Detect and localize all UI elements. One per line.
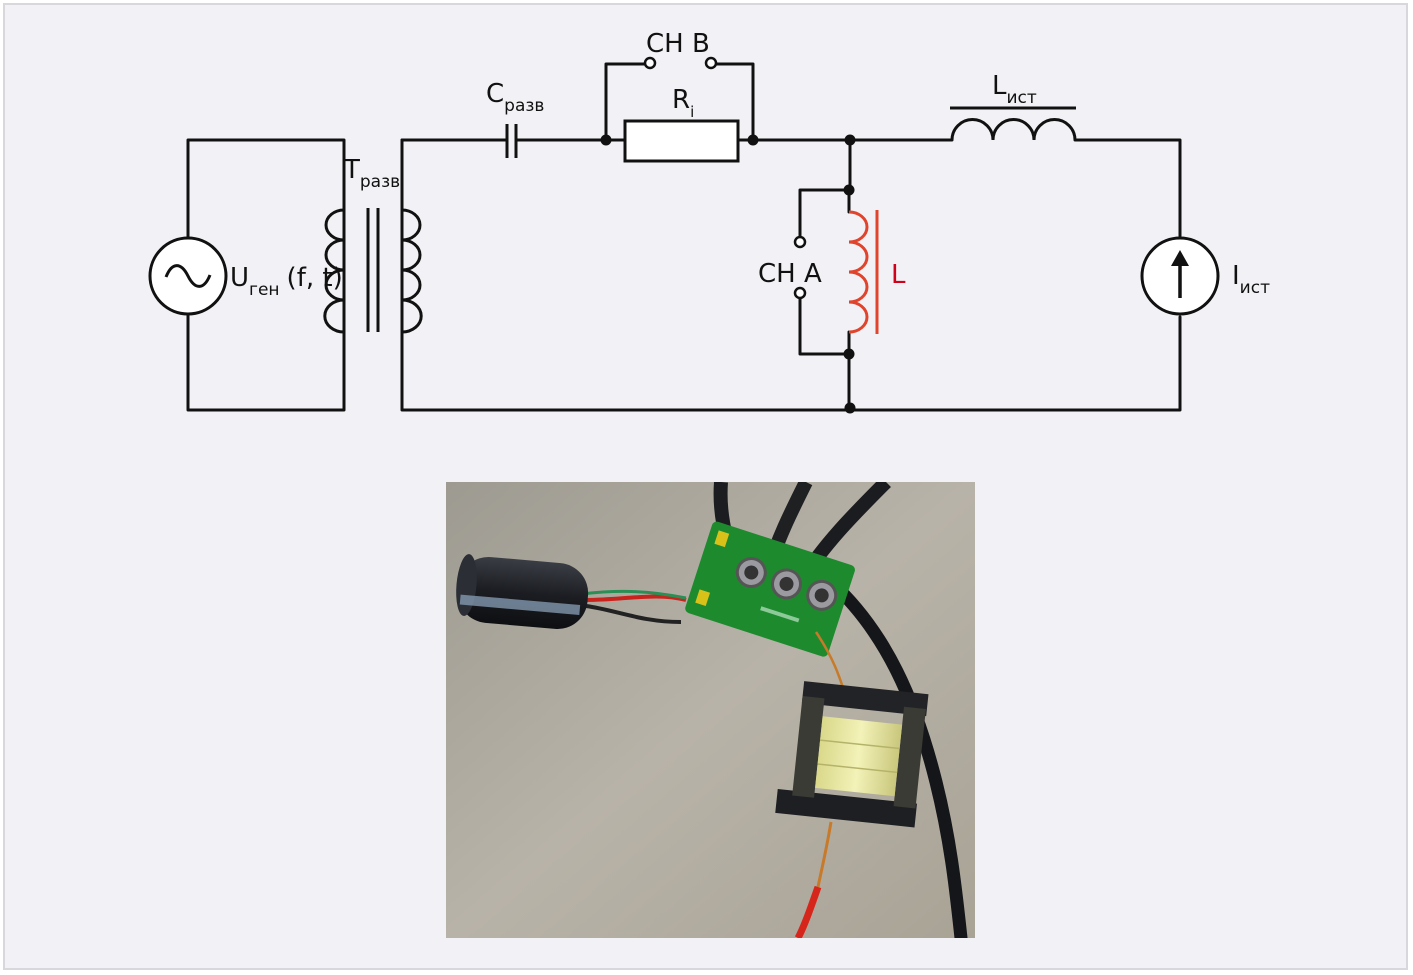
ch-b-terminal-left [643, 56, 657, 70]
source-inductor-label: Lист [992, 71, 1037, 108]
setup-photo [446, 482, 975, 938]
source-inductor-symbol [950, 106, 1077, 141]
ch-a-label: CH A [758, 259, 822, 289]
right-wire-bottom [400, 138, 1182, 412]
ch-b-wire [604, 62, 755, 142]
capacitor-symbol [505, 124, 518, 158]
pcb-board [685, 521, 855, 657]
branch-wire-top [847, 138, 852, 214]
ch-b-terminal-right [704, 56, 718, 70]
generator-label: Uген(f, t) [230, 263, 343, 300]
dut-inductor-label: L [891, 260, 906, 290]
setup-photo-illustration [446, 482, 975, 938]
red-lead [794, 885, 822, 938]
arrow-head-icon [1171, 250, 1189, 266]
resistor-symbol [623, 119, 740, 163]
copper-wire-lower [816, 821, 833, 888]
transformer-label: Tразв [343, 155, 400, 192]
electrolytic-capacitor [456, 554, 589, 630]
green-wire [580, 589, 687, 600]
current-source-label: Iист [1232, 261, 1270, 298]
transformer-symbol [323, 140, 423, 410]
inductor-core [775, 681, 929, 828]
power-cable [824, 575, 968, 938]
capacitor-label: Cразв [486, 79, 544, 116]
resistor-label: Ri [672, 85, 694, 121]
black-wire [585, 604, 682, 624]
circuit-schematic: Uген(f, t) Tразв Cразв Ri CH B CH A L Lи… [148, 29, 1270, 414]
red-wire [585, 594, 687, 602]
junction-dots [600, 134, 856, 414]
ch-a-wire-bottom [798, 295, 851, 356]
dut-inductor-symbol [848, 210, 879, 334]
ch-a-wire-top [798, 188, 851, 240]
ch-a-terminal-top [793, 235, 807, 249]
top-wire-right [1073, 138, 1182, 238]
ch-a-terminal-bottom [793, 286, 807, 300]
sine-wave-icon [164, 264, 212, 288]
ch-b-label: CH B [646, 29, 710, 59]
